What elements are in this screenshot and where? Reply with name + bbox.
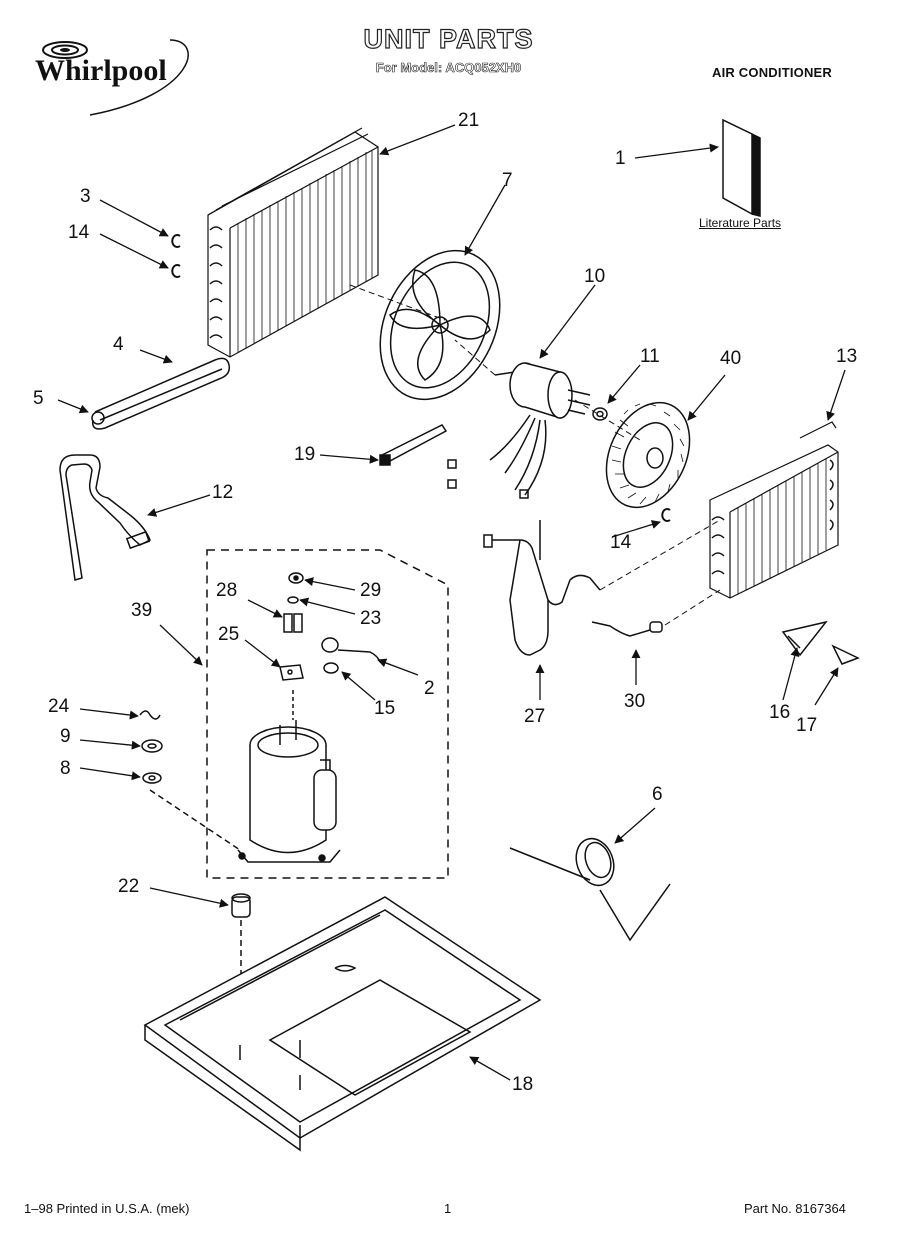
- condenser-coil: [207, 127, 379, 358]
- callout-12: 12: [212, 482, 233, 503]
- callout-27: 27: [524, 706, 545, 727]
- callout-3: 3: [80, 186, 91, 207]
- callout-6: 6: [652, 784, 663, 805]
- part-number: Part No. 8167364: [744, 1201, 846, 1216]
- callout-leaders: [57, 124, 846, 1081]
- callout-18: 18: [512, 1074, 533, 1095]
- callout-16: 16: [769, 702, 790, 723]
- model-line: For Model: ACQ052XH0: [375, 60, 522, 76]
- coil-clips: [171, 234, 181, 278]
- literature-booklet: [722, 118, 761, 217]
- callout-40: 40: [720, 348, 741, 369]
- capacitor-strap: [509, 837, 671, 942]
- callout-2: 2: [424, 678, 435, 699]
- callout-19: 19: [294, 444, 315, 465]
- literature-parts-label: Literature Parts: [699, 216, 782, 230]
- fan-nut: [592, 407, 608, 421]
- compressor-assembly-box: [206, 549, 449, 879]
- evap-clip: [661, 508, 671, 522]
- callout-11: 11: [640, 346, 660, 367]
- callout-10: 10: [584, 266, 605, 287]
- callout-8: 8: [60, 758, 71, 779]
- compressor: [237, 720, 341, 863]
- page-title: UNIT PARTS: [363, 23, 534, 54]
- callout-5: 5: [33, 388, 44, 409]
- callout-22: 22: [118, 876, 139, 897]
- callout-21: 21: [458, 110, 479, 131]
- callout-4: 4: [113, 334, 124, 355]
- product-type: AIR CONDITIONER: [712, 65, 832, 80]
- callout-39: 39: [131, 600, 152, 621]
- refrigerant-tube: [59, 454, 151, 581]
- callout-17: 17: [796, 715, 817, 736]
- cable-strap: [379, 424, 448, 466]
- fan-shroud: [379, 249, 501, 401]
- brand-wordmark: Whirlpool: [35, 54, 167, 87]
- print-date: 1–98 Printed in U.S.A. (mek): [24, 1201, 190, 1216]
- heater-tube: [91, 357, 231, 430]
- fan-motor: [447, 362, 591, 499]
- callout-28: 28: [216, 580, 237, 601]
- compressor-grommets: [139, 710, 241, 851]
- callout-1: 1: [615, 148, 626, 169]
- callout-24: 24: [48, 696, 70, 717]
- thermostat-sensor: [591, 621, 663, 637]
- callout-9: 9: [60, 726, 71, 747]
- callout-29: 29: [360, 580, 381, 601]
- callout-30: 30: [624, 691, 645, 712]
- mounting-brackets: [781, 620, 860, 665]
- evaporator-coil: [709, 421, 839, 599]
- page-number: 1: [444, 1201, 452, 1216]
- whirlpool-logo: Whirlpool: [30, 35, 200, 125]
- callout-14: 14: [68, 222, 90, 243]
- base-pan: [143, 896, 542, 1152]
- callout-13: 13: [836, 346, 857, 367]
- assembly-guide-lines: [349, 284, 721, 626]
- callout-15: 15: [374, 698, 395, 719]
- callout-7: 7: [502, 170, 513, 191]
- callout-14-b: 14: [610, 532, 632, 553]
- callout-23: 23: [360, 608, 381, 629]
- callout-25: 25: [218, 624, 239, 645]
- blower-wheel: [605, 401, 691, 509]
- capillary-tube: [483, 520, 601, 656]
- callout-numbers: 21 1 3 14 7 10 4 5 11 40 13 19 12 14 29 …: [33, 110, 857, 1095]
